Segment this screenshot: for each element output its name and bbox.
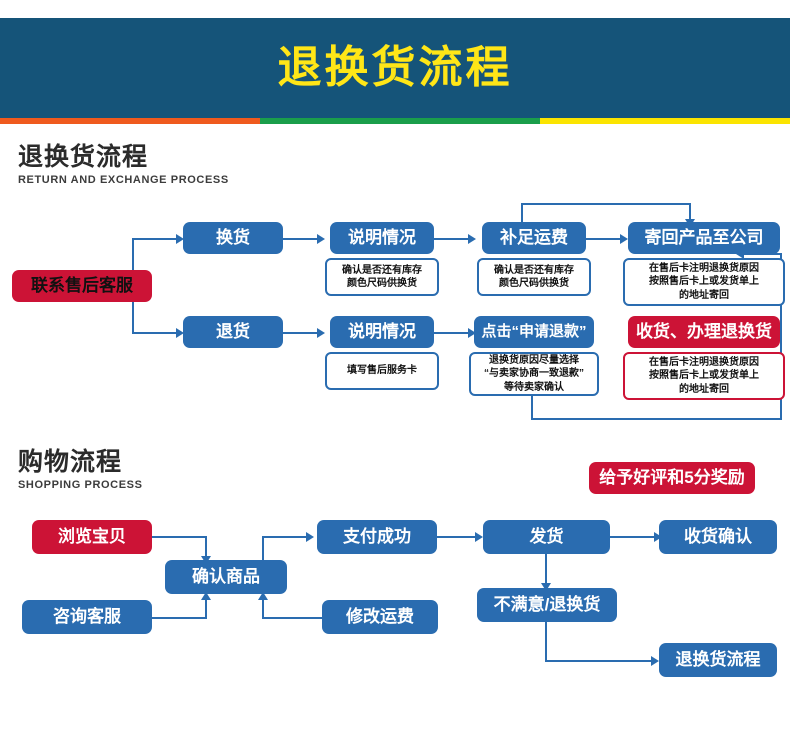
node-receipt-confirm[interactable]: 收货确认 [659, 520, 777, 554]
node-payment-success[interactable]: 支付成功 [317, 520, 437, 554]
banner-title: 退换货流程 [277, 43, 513, 92]
connector-confirm-up [262, 536, 264, 560]
node-send-back-to-company[interactable]: 寄回产品至公司 [628, 222, 780, 254]
node-explain-situation-2[interactable]: 说明情况 [330, 316, 434, 348]
connector-consult-up [205, 598, 207, 618]
node-label: 支付成功 [343, 526, 411, 546]
connector-r1-a [283, 238, 321, 240]
connector-fb-bottom [531, 418, 782, 420]
connector-r2-a [283, 332, 321, 334]
arrow-r1-b [468, 234, 476, 244]
arrow-to-tuihuo [176, 328, 184, 338]
connector-browse-down [205, 536, 207, 558]
node-label: 收货确认 [684, 526, 752, 546]
node-label: 联系售后客服 [31, 275, 133, 295]
stripe-yellow [540, 118, 790, 124]
section-title-shopping-en: SHOPPING PROCESS [18, 478, 143, 491]
note-explain-situation-2: 填写售后服务卡 [325, 352, 439, 390]
node-label: 咨询客服 [53, 606, 121, 626]
node-label: 收货、办理退换货 [636, 321, 772, 341]
node-label: 说明情况 [348, 321, 416, 341]
section-title-return-cn: 退换货流程 [18, 143, 149, 171]
page-banner: 退换货流程 [0, 18, 790, 118]
node-label: 说明情况 [348, 227, 416, 247]
arrow-ship-to-unhappy [541, 583, 551, 591]
arrow-freight-to-confirm [258, 592, 268, 600]
node-label: 给予好评和5分奖励 [599, 467, 745, 487]
node-label: 退货 [216, 321, 250, 341]
connector-confirm-to-paid [262, 536, 310, 538]
node-exchange[interactable]: 换货 [183, 222, 283, 254]
node-browse-items[interactable]: 浏览宝贝 [32, 520, 152, 554]
section-title-shopping-cn: 购物流程 [18, 448, 123, 476]
arrow-r2-b [468, 328, 476, 338]
note-receive-and-process: 在售后卡注明退换货原因 按照售后卡上或发货单上 的地址寄回 [623, 352, 785, 400]
node-apply-refund[interactable]: 点击“申请退款” [474, 316, 594, 348]
connector-browse-right [152, 536, 207, 538]
connector-r1-c [586, 238, 624, 240]
arrow-unhappy-to-returnprocess [651, 656, 659, 666]
arrow-to-huanhuo [176, 234, 184, 244]
connector-r2-b [434, 332, 472, 334]
node-label: 浏览宝贝 [58, 526, 126, 546]
connector-r1-b [434, 238, 472, 240]
connector-unhappy-right [545, 660, 655, 662]
note-send-back-to-company: 在售后卡注明退换货原因 按照售后卡上或发货单上 的地址寄回 [623, 258, 785, 306]
stripe-green [260, 118, 540, 124]
node-modify-freight[interactable]: 修改运费 [322, 600, 438, 634]
connector-ship-down [545, 554, 547, 586]
node-contact-after-sales[interactable]: 联系售后客服 [12, 270, 152, 302]
arrow-r1-a [317, 234, 325, 244]
node-consult-service[interactable]: 咨询客服 [22, 600, 152, 634]
node-reward-five-star[interactable]: 给予好评和5分奖励 [589, 462, 755, 494]
node-label: 确认商品 [192, 566, 260, 586]
note-explain-situation-1: 确认是否还有库存 颜色尺码供换货 [325, 258, 439, 296]
connector-fb-into-node [742, 253, 782, 255]
connector-freight-up [262, 598, 264, 618]
connector-freight-left [262, 617, 324, 619]
arrow-confirm-to-paid [306, 532, 314, 542]
note-apply-refund: 退换货原因尽量选择 “与卖家协商一致退款” 等待卖家确认 [469, 352, 599, 396]
node-unsatisfied-return[interactable]: 不满意/退换货 [477, 588, 617, 622]
connector-start-to-tuihuo [132, 332, 180, 334]
note-pay-shipping: 确认是否还有库存 颜色尺码供换货 [477, 258, 591, 296]
node-explain-situation-1[interactable]: 说明情况 [330, 222, 434, 254]
node-label: 点击“申请退款” [481, 322, 587, 340]
node-label: 修改运费 [346, 606, 414, 626]
node-label: 不满意/退换货 [493, 594, 601, 614]
node-return-exchange-process[interactable]: 退换货流程 [659, 643, 777, 677]
stripe-orange [0, 118, 260, 124]
connector-loop-top [521, 203, 691, 205]
node-label: 寄回产品至公司 [644, 227, 764, 247]
arrow-ship-to-receive [654, 532, 662, 542]
node-return[interactable]: 退货 [183, 316, 283, 348]
connector-ship-to-receive [610, 536, 658, 538]
node-confirm-product[interactable]: 确认商品 [165, 560, 287, 594]
connector-unhappy-down [545, 622, 547, 662]
node-label: 退换货流程 [675, 649, 761, 669]
connector-consult-right [152, 617, 207, 619]
connector-start-to-huanhuo [132, 238, 180, 240]
arrow-paid-to-ship [475, 532, 483, 542]
section-title-shopping: 购物流程 SHOPPING PROCESS [18, 448, 143, 491]
node-shipped[interactable]: 发货 [483, 520, 610, 554]
arrow-r1-c [620, 234, 628, 244]
connector-loop-left [521, 203, 523, 239]
connector-fb-right [780, 254, 782, 420]
arrow-consult-to-confirm [201, 592, 211, 600]
node-receive-and-process[interactable]: 收货、办理退换货 [628, 316, 780, 348]
section-title-return-en: RETURN AND EXCHANGE PROCESS [18, 173, 229, 186]
arrow-fb-left [736, 249, 744, 259]
connector-paid-to-ship [437, 536, 479, 538]
node-label: 换货 [216, 227, 250, 247]
node-label: 补足运费 [500, 227, 568, 247]
connector-loop-right [689, 203, 691, 221]
section-title-return: 退换货流程 RETURN AND EXCHANGE PROCESS [18, 143, 229, 186]
connector-fb-down [531, 394, 533, 420]
arrow-r2-a [317, 328, 325, 338]
node-pay-shipping[interactable]: 补足运费 [482, 222, 586, 254]
node-label: 发货 [529, 526, 564, 546]
